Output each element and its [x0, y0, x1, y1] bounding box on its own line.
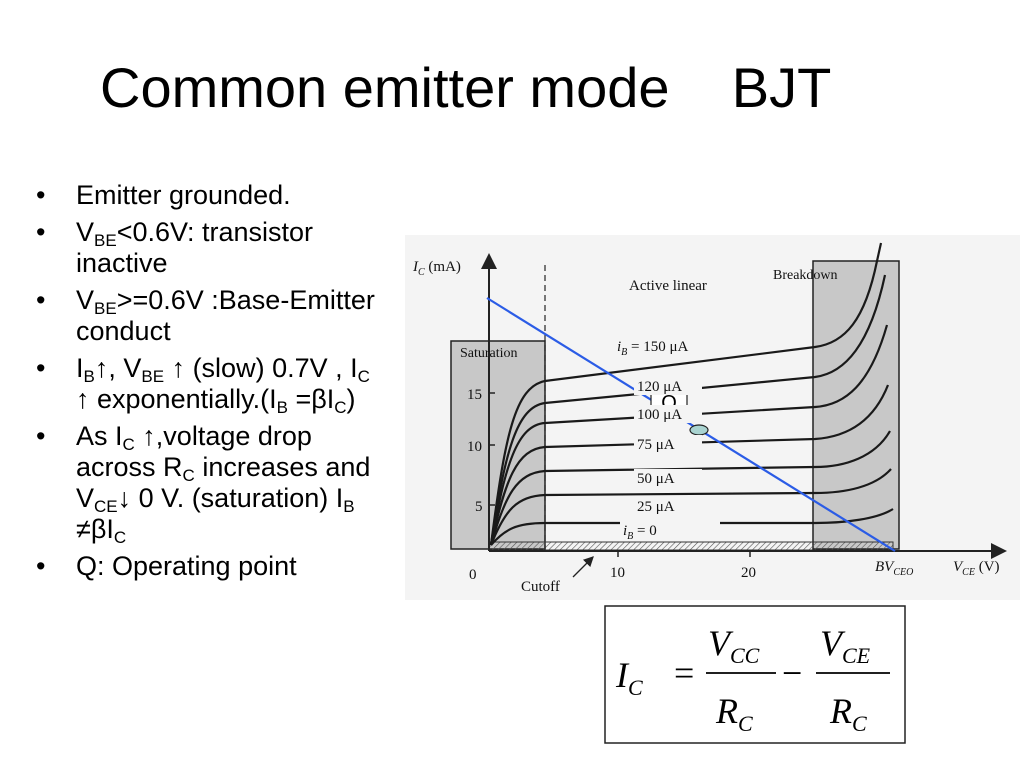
- bullet-subscript: C: [182, 466, 195, 485]
- x-tick-label-20: 20: [741, 565, 756, 581]
- curve-ib-50: [489, 430, 891, 546]
- curve-label-7: iB = 0: [623, 523, 657, 542]
- bullet-text: <0.6V: transistor inactive: [76, 217, 314, 278]
- y-tick-label-10: 10: [467, 439, 482, 455]
- bullet-subscript: CE: [94, 497, 118, 516]
- breakdown-label: Breakdown: [773, 268, 838, 283]
- bullet-text: Emitter grounded.: [76, 180, 291, 210]
- bullet-text: ↑ (slow) 0.7V , I: [164, 353, 358, 383]
- bullet-text: ↑, V: [94, 353, 142, 383]
- bullet-text: Q: Operating point: [76, 551, 297, 581]
- curve-ib-100: [489, 324, 889, 546]
- bullet-item-4: IB↑, VBE ↑ (slow) 0.7V , IC ↑ exponentia…: [30, 353, 390, 417]
- bullet-text: increases and V: [76, 452, 371, 513]
- bullet-subscript: BE: [94, 299, 117, 318]
- curve-ib-25: [489, 468, 892, 546]
- formula-den1: RC: [715, 691, 753, 736]
- bullet-text: ≠βI: [76, 514, 114, 544]
- bullet-subscript: C: [357, 367, 370, 386]
- formula-lhs: IC: [615, 655, 643, 700]
- curve-label-background: [634, 377, 702, 395]
- formula-equals: =: [674, 653, 694, 693]
- curve-label-4: 75 μA: [637, 437, 675, 453]
- curve-ib-0: [490, 508, 894, 546]
- formula-den2: RC: [829, 691, 867, 736]
- bjt-characteristic-graph: Q IC (mA) VCE (V) 15 10 5 0 10 20 Satura…: [405, 235, 1020, 600]
- curve-label-5: 50 μA: [637, 471, 675, 487]
- curve-label-background: [634, 497, 702, 515]
- y-tick-label-5: 5: [475, 499, 483, 515]
- bullet-text: ↑ exponentially.(I: [76, 384, 277, 414]
- bullet-subscript: B: [276, 398, 288, 417]
- bullet-subscript: C: [113, 528, 127, 547]
- curve-ib-120: [489, 274, 887, 546]
- bullet-subscript: BE: [94, 231, 117, 250]
- bullet-item-3: VBE>=0.6V :Base-Emitter conduct: [30, 285, 390, 347]
- x-axis-label: VCE (V): [953, 559, 1000, 578]
- cutoff-label: Cutoff: [521, 579, 560, 595]
- curve-breakdown-tail: [875, 242, 883, 262]
- curve-label-1: iB = 150 μA: [617, 339, 689, 358]
- bullet-text: ↓ 0 V. (saturation) I: [117, 483, 344, 513]
- x-tick-label-10: 10: [610, 565, 625, 581]
- curve-label-background: [634, 435, 702, 453]
- curve-label-background: [620, 521, 720, 539]
- curve-ib-75: [489, 384, 890, 546]
- curve-label-background: [614, 337, 714, 355]
- characteristic-curves: [489, 242, 894, 546]
- active-linear-label: Active linear: [629, 278, 707, 294]
- bullet-text: >=0.6V :Base-Emitter conduct: [76, 285, 375, 346]
- bullet-text: I: [76, 353, 84, 383]
- bullet-subscript: B: [83, 367, 95, 386]
- bullet-item-5: As IC ↑,voltage drop across RC increases…: [30, 421, 390, 547]
- saturation-label: Saturation: [460, 346, 518, 361]
- formula-box: [604, 605, 906, 744]
- bullet-text: =βI: [287, 384, 335, 414]
- y-tick-label-15: 15: [467, 387, 482, 403]
- cutoff-arrow: [572, 556, 594, 578]
- bullet-subscript: B: [343, 497, 355, 516]
- curve-label-2: 120 μA: [637, 379, 682, 395]
- bullet-text: As I: [76, 421, 123, 451]
- bullet-item-2: VBE<0.6V: transistor inactive: [30, 217, 390, 279]
- bullet-subscript: BE: [141, 367, 165, 386]
- curve-label-background: [634, 469, 702, 487]
- curve-label-3: 100 μA: [637, 407, 682, 423]
- y-axis-label: IC (mA): [412, 259, 461, 278]
- curve-labels: iB = 150 μA 120 μA 100 μA 75 μA 50 μA 25 μA iB…: [614, 337, 720, 542]
- q-point-marker: [689, 424, 709, 436]
- formula-num1: VCC: [708, 623, 760, 668]
- bullet-text: V: [76, 217, 95, 247]
- curve-label-background: [634, 405, 702, 423]
- formula-minus: −: [782, 653, 802, 693]
- bullet-item-1: Emitter grounded.: [30, 180, 390, 211]
- curve-label-6: 25 μA: [637, 499, 675, 515]
- formula-num2: VCE: [820, 623, 871, 668]
- slide-title: Common emitter mode BJT: [100, 56, 832, 119]
- x-tick-label-0: 0: [469, 567, 477, 583]
- bvceo-label: BVCEO: [875, 559, 913, 578]
- bullet-text: V: [76, 285, 95, 315]
- load-line: [486, 297, 896, 552]
- bullet-subscript: C: [334, 398, 347, 417]
- bullet-subscript: C: [122, 435, 135, 454]
- collector-current-formula: IC = VCC RC − VCE RC: [604, 605, 906, 744]
- curve-ib-150: [489, 260, 879, 546]
- cutoff-region: [488, 541, 894, 551]
- bullet-item-6: Q: Operating point: [30, 551, 390, 582]
- bullet-list: Emitter grounded.VBE<0.6V: transistor in…: [30, 180, 390, 588]
- bullet-text: ↑,voltage drop across R: [76, 421, 312, 482]
- bullet-text: ): [346, 384, 356, 414]
